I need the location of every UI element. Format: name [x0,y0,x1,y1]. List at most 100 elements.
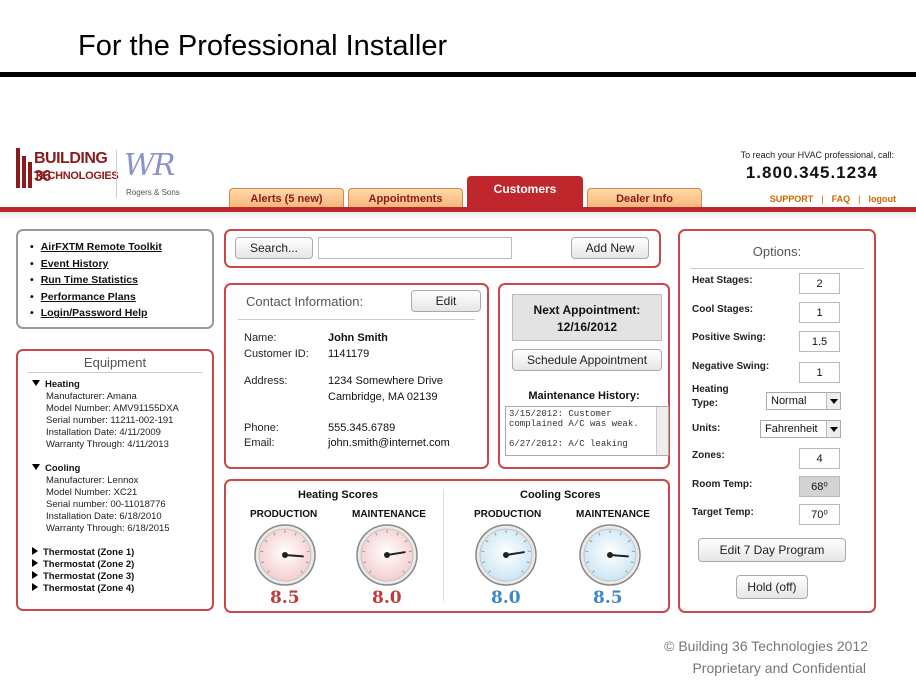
link-remote-toolkit[interactable]: AirFXTM Remote Toolkit [30,239,162,256]
negative-swing-field[interactable]: 1 [799,362,840,383]
logo-separator [116,150,117,198]
rogers-sons-logo: WR Rogers & Sons [122,148,186,200]
appointment-panel: Next Appointment: 12/16/2012 Schedule Ap… [498,283,670,469]
room-temp-field: 68⁰ [799,476,840,497]
maintenance-history-text: 3/15/2012: Customer complained A/C was w… [509,409,639,449]
maintenance-history-log[interactable]: 3/15/2012: Customer complained A/C was w… [505,406,669,456]
header-shadow [0,212,916,218]
chevron-down-icon [826,421,840,437]
faq-link[interactable]: FAQ [831,194,851,204]
edit-7-day-program-button[interactable]: Edit 7 Day Program [698,538,846,562]
search-panel: Search... Add New [224,229,661,268]
thermostat-zone4-toggle[interactable]: Thermostat (Zone 4) [32,583,134,594]
heating-production-label: PRODUCTION [250,509,318,520]
contact-panel: Contact Information: Edit Name: John Smi… [224,283,489,469]
phone-label: Phone: [244,422,279,434]
expanded-icon [32,380,40,386]
logo-line2: TECHNOLOGIES [34,170,119,182]
add-new-button[interactable]: Add New [571,237,649,259]
partner-name: Rogers & Sons [126,188,180,197]
cooling-toggle[interactable]: Cooling [32,463,80,474]
thermostat-zone3-toggle[interactable]: Thermostat (Zone 3) [32,571,134,582]
customer-phone: 555.345.6789 [328,422,396,434]
zones-field[interactable]: 4 [799,448,840,469]
heat-stages-label: Heat Stages: [692,275,753,286]
room-temp-label: Room Temp: [692,479,753,490]
cool-stages-field[interactable]: 1 [799,302,840,323]
cool-stages-label: Cool Stages: [692,304,754,315]
heating-maintenance-label: MAINTENANCE [352,509,426,520]
cooling-maintenance-label: MAINTENANCE [576,509,650,520]
address-label: Address: [244,375,288,387]
customer-email: john.smith@internet.com [328,437,450,449]
search-button[interactable]: Search... [235,237,313,259]
heating-scores-title: Heating Scores [298,489,379,501]
next-appointment-label: Next Appointment: [533,303,641,317]
thermostat-zone1-toggle[interactable]: Thermostat (Zone 1) [32,547,134,558]
quick-links-panel: AirFXTM Remote Toolkit Event History Run… [16,229,214,329]
collapsed-icon [32,571,38,579]
title-divider [0,72,916,77]
cooling-production-gauge [475,524,537,586]
schedule-appointment-button[interactable]: Schedule Appointment [512,349,662,371]
options-title: Options: [752,244,802,259]
customer-id-label: Customer ID: [244,348,309,360]
heating-production-score: 8.5 [270,588,300,608]
heating-install-date: Installation Date: 4/11/2009 [46,427,161,438]
heating-production-gauge [254,524,316,586]
negative-swing-label: Negative Swing: [692,361,770,372]
equipment-panel: Equipment Heating Manufacturer: Amana Mo… [16,349,214,611]
tab-dealer-info[interactable]: Dealer Info [587,188,702,208]
copyright-text: © Building 36 Technologies 2012 [664,638,868,654]
support-link[interactable]: SUPPORT [769,194,814,204]
heating-warranty: Warranty Through: 4/11/2013 [46,439,169,450]
partner-mark: WR [124,148,175,183]
gauge-needle [386,551,406,556]
positive-swing-label: Positive Swing: [692,332,766,343]
target-temp-field[interactable]: 70⁰ [799,504,840,525]
link-login-help[interactable]: Login/Password Help [30,305,162,322]
contact-title: Contact Information: [246,294,364,309]
heating-type-select[interactable]: Normal [766,392,841,410]
gauge-needle [505,551,525,556]
thermostat-zone2-toggle[interactable]: Thermostat (Zone 2) [32,559,134,570]
cooling-maintenance-score: 8.5 [593,588,623,608]
chevron-down-icon [826,393,840,409]
link-event-history[interactable]: Event History [30,256,162,273]
scrollbar[interactable] [656,407,668,455]
tab-alerts[interactable]: Alerts (5 new) [229,188,344,208]
logo-line1: BUILDING 36 [34,150,108,185]
address-line2: Cambridge, MA 02139 [328,391,438,403]
cooling-manufacturer: Manufacturer: Lennox [46,475,139,486]
search-input[interactable] [318,237,512,259]
heating-model: Model Number: AMV91155DXA [46,403,179,414]
collapsed-icon [32,583,38,591]
customer-name: John Smith [328,332,388,344]
edit-contact-button[interactable]: Edit [411,290,481,312]
cooling-install-date: Installation Date: 6/18/2010 [46,511,162,522]
top-links: SUPPORT|FAQ|logout [769,194,897,204]
slide-title: For the Professional Installer [78,30,448,62]
heating-toggle[interactable]: Heating [32,379,80,390]
cooling-maintenance-gauge [579,524,641,586]
customer-id: 1141179 [328,348,370,360]
positive-swing-field[interactable]: 1.5 [799,331,840,352]
expanded-icon [32,464,40,470]
next-appointment-date: 12/16/2012 [556,320,618,334]
cooling-serial: Serial number: 00-11018776 [46,499,166,510]
link-performance-plans[interactable]: Performance Plans [30,289,162,306]
link-run-time-statistics[interactable]: Run Time Statistics [30,272,162,289]
hold-button[interactable]: Hold (off) [736,575,808,599]
heat-stages-field[interactable]: 2 [799,273,840,294]
support-phone: 1.800.345.1234 [745,163,878,182]
cooling-production-score: 8.0 [491,588,521,608]
logout-link[interactable]: logout [868,194,897,204]
confidential-text: Proprietary and Confidential [692,660,866,676]
tab-customers[interactable]: Customers [467,176,583,208]
units-select[interactable]: Fahrenheit [760,420,841,438]
contact-note: To reach your HVAC professional, call: [740,150,894,160]
cooling-warranty: Warranty Through: 6/18/2015 [46,523,170,534]
cooling-model: Model Number: XC21 [46,487,138,498]
equipment-title: Equipment [83,355,147,370]
tab-appointments[interactable]: Appointments [348,188,463,208]
